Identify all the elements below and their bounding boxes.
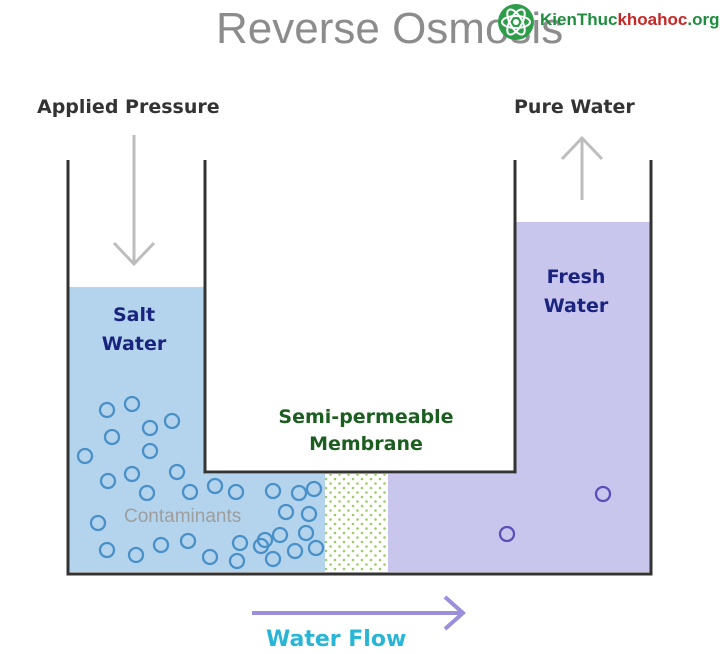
contaminants-label: Contaminants: [124, 506, 242, 527]
contaminant-particle: [286, 542, 304, 560]
contaminant-particle: [103, 428, 121, 446]
contaminant-particles: [76, 395, 325, 570]
contaminant-particle: [307, 539, 325, 557]
contaminant-particle: [123, 395, 141, 413]
fresh-water-label: Fresh Water: [528, 263, 624, 321]
contaminant-particle: [277, 503, 295, 521]
contaminant-particle: [123, 465, 141, 483]
container-inner-wall: [203, 160, 517, 474]
contaminant-particle: [98, 401, 116, 419]
contaminant-particle: [179, 532, 197, 550]
contaminant-particle: [231, 534, 249, 552]
contaminant-particle: [141, 442, 159, 460]
contaminant-particle: [228, 552, 246, 570]
applied-pressure-label: Applied Pressure: [37, 96, 220, 118]
contaminant-particle: [300, 505, 318, 523]
membrane-label: Semi-permeable Membrane: [258, 404, 474, 458]
atom-logo-icon: [498, 4, 534, 40]
water-flow-label: Water Flow: [266, 627, 407, 652]
contaminant-particle: [297, 524, 315, 542]
contaminant-particle: [181, 483, 199, 501]
pure-water-arrow: [560, 135, 604, 200]
contaminant-particle: [201, 548, 219, 566]
watermark-logo: [494, 0, 720, 40]
contaminant-particle: [99, 472, 117, 490]
contaminant-particle: [227, 483, 245, 501]
contaminant-particle: [168, 463, 186, 481]
contaminant-particle: [264, 482, 282, 500]
salt-water-label: Salt Water: [86, 301, 182, 359]
pure-water-label: Pure Water: [514, 96, 635, 118]
contaminant-particle: [127, 546, 145, 564]
contaminant-particle: [152, 536, 170, 554]
membrane-label-line2: Membrane: [309, 433, 423, 455]
fresh-water-label-line2: Water: [543, 295, 609, 317]
contaminant-particle: [89, 514, 107, 532]
membrane-dots: [325, 474, 388, 572]
fresh-water-fill: [388, 222, 651, 572]
container-outline: [66, 160, 653, 576]
contaminant-particle: [252, 537, 270, 555]
membrane-label-line1: Semi-permeable: [278, 406, 454, 428]
salt-water-label-line2: Water: [101, 333, 167, 355]
contaminant-particle: [141, 419, 159, 437]
water-flow-arrow: [252, 595, 467, 631]
watermark-text: KienThuckhoahoc.org: [540, 10, 720, 29]
contaminant-particle: [206, 477, 224, 495]
fresh-particle: [498, 525, 516, 543]
fresh-water-label-line1: Fresh: [546, 266, 606, 288]
contaminant-particle: [264, 550, 282, 568]
contaminant-particle: [290, 484, 308, 502]
fresh-particle: [594, 485, 612, 503]
contaminant-particle: [271, 526, 289, 544]
contaminant-particle: [98, 541, 116, 559]
contaminant-particle: [163, 412, 181, 430]
salt-water-label-line1: Salt: [112, 304, 156, 326]
contaminant-particle: [76, 447, 94, 465]
fresh-water-particles: [498, 485, 612, 543]
applied-pressure-arrow: [112, 135, 156, 267]
salt-water-fill: [68, 287, 325, 572]
contaminant-particle: [138, 484, 156, 502]
contaminant-particle: [305, 480, 323, 498]
